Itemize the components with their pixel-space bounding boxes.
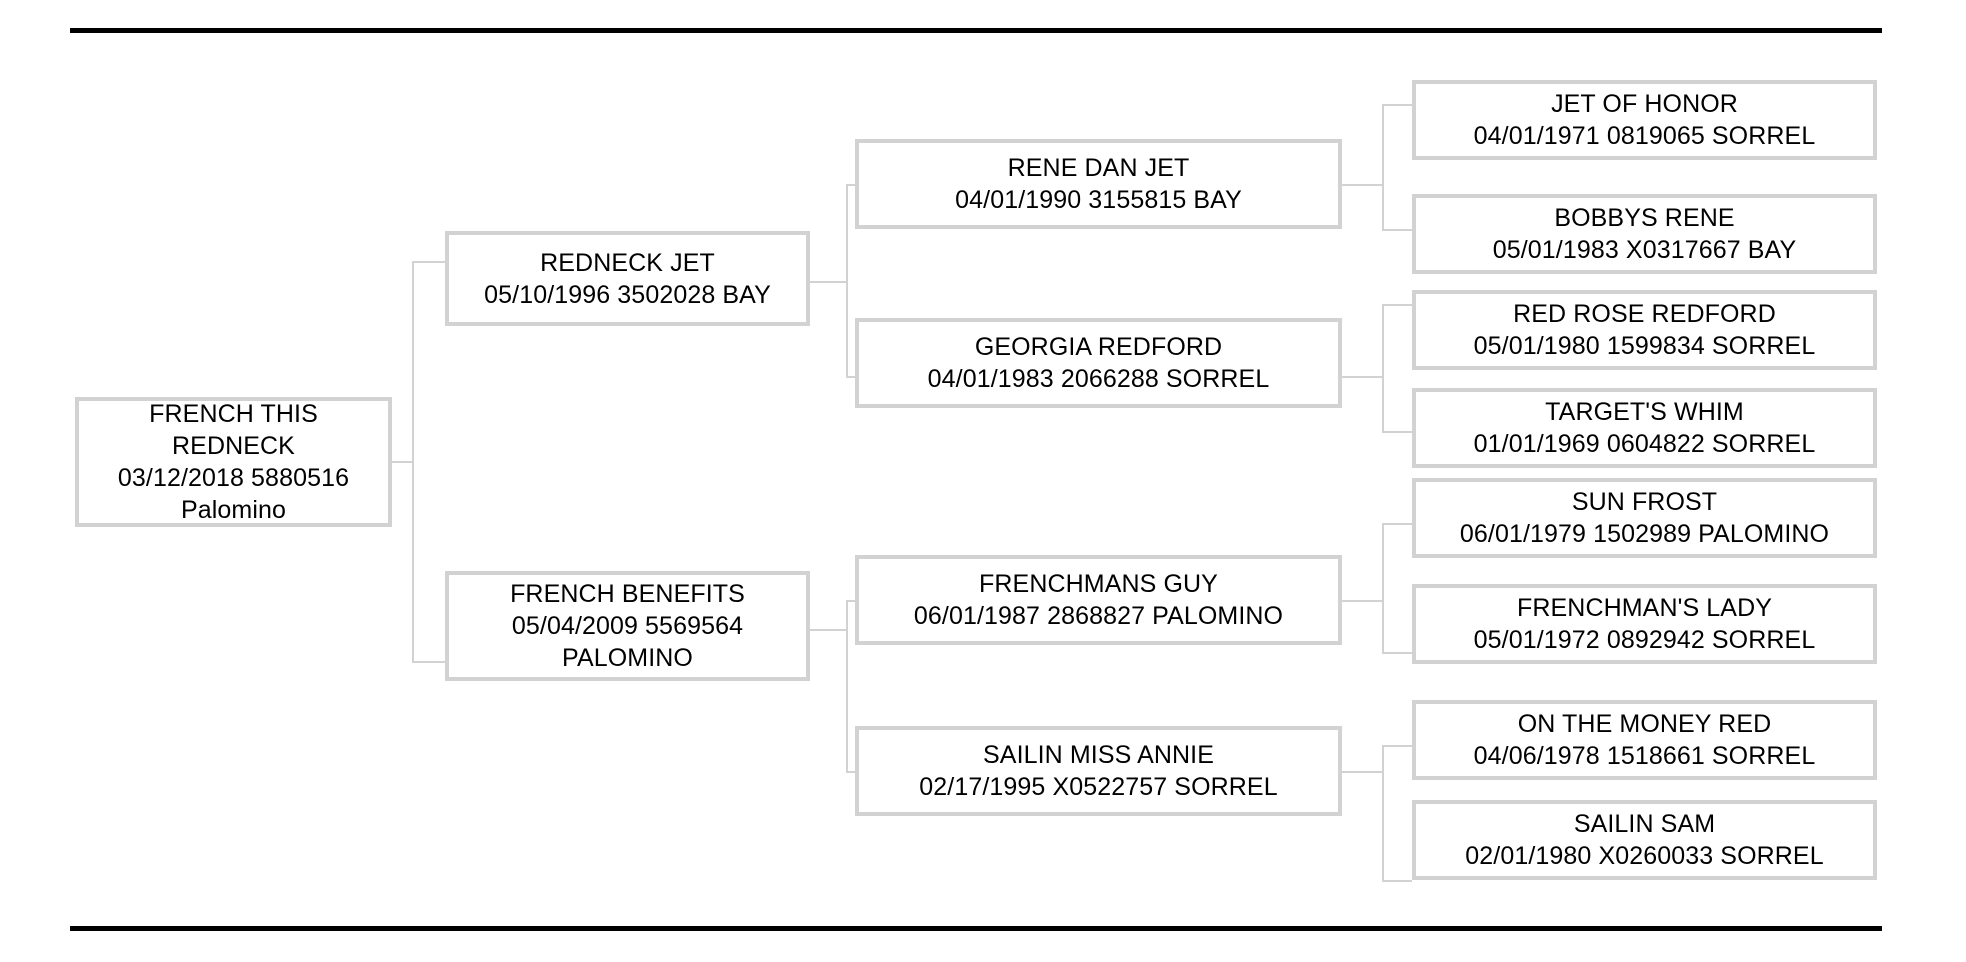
connector-to-dam — [412, 661, 446, 663]
node-ds-sire[interactable]: SUN FROST 06/01/1979 1502989 PALOMINO — [1412, 478, 1877, 558]
node-dd-sire-name: ON THE MONEY RED — [1517, 710, 1772, 738]
node-sire-details: 05/10/1996 3502028 BAY — [484, 280, 771, 309]
connector-dam-sire-spine — [1382, 523, 1384, 653]
connector-sire-sire-spine — [1382, 104, 1384, 230]
bottom-divider — [70, 926, 1882, 931]
node-dd-dam-name: SAILIN SAM — [1573, 810, 1716, 838]
node-ds-sire-details: 06/01/1979 1502989 PALOMINO — [1459, 520, 1830, 548]
node-subject-color: Palomino — [180, 496, 287, 524]
node-dd-sire-details: 04/06/1978 1518661 SORREL — [1473, 742, 1816, 770]
node-sd-sire[interactable]: RED ROSE REDFORD 05/01/1980 1599834 SORR… — [1412, 290, 1877, 370]
node-sire-name: REDNECK JET — [540, 248, 715, 277]
node-sire-dam-name: GEORGIA REDFORD — [974, 333, 1223, 361]
node-dam-dam-details: 02/17/1995 X0522757 SORREL — [919, 773, 1278, 801]
connector-to-sire — [412, 261, 446, 263]
connector-subject-stem — [392, 461, 414, 463]
connector-sire-spine — [846, 184, 848, 378]
node-dd-sire[interactable]: ON THE MONEY RED 04/06/1978 1518661 SORR… — [1412, 700, 1877, 780]
connector-dam-stem — [810, 629, 848, 631]
node-ss-sire[interactable]: JET OF HONOR 04/01/1971 0819065 SORREL — [1412, 80, 1877, 160]
connector-sire-dam-spine — [1382, 304, 1384, 432]
node-dam-dam-name: SAILIN MISS ANNIE — [983, 741, 1214, 769]
node-sire-dam-details: 04/01/1983 2066288 SORREL — [927, 365, 1270, 393]
node-sire-sire-details: 04/01/1990 3155815 BAY — [955, 186, 1242, 214]
connector-to-ss-dam — [1382, 229, 1412, 231]
connector-sire-dam-stem — [1342, 376, 1384, 378]
connector-sire-stem — [810, 281, 848, 283]
node-dam-sire[interactable]: FRENCHMANS GUY 06/01/1987 2868827 PALOMI… — [855, 555, 1342, 645]
node-ss-dam-name: BOBBYS RENE — [1554, 204, 1735, 232]
node-subject-name-line1: FRENCH THIS — [149, 400, 318, 428]
node-sd-sire-name: RED ROSE REDFORD — [1513, 300, 1776, 328]
node-dam-dam[interactable]: SAILIN MISS ANNIE 02/17/1995 X0522757 SO… — [855, 726, 1342, 816]
node-ds-dam-name: FRENCHMAN'S LADY — [1516, 594, 1773, 622]
node-dam-sire-details: 06/01/1987 2868827 PALOMINO — [913, 602, 1284, 630]
connector-to-sd-sire — [1382, 304, 1412, 306]
node-subject[interactable]: FRENCH THIS REDNECK 03/12/2018 5880516 P… — [75, 397, 392, 527]
node-ds-sire-name: SUN FROST — [1571, 488, 1718, 516]
connector-to-sd-dam — [1382, 431, 1412, 433]
node-dam-color: PALOMINO — [562, 644, 693, 672]
node-subject-name-line2: REDNECK — [172, 432, 295, 460]
node-sire[interactable]: REDNECK JET 05/10/1996 3502028 BAY — [445, 231, 810, 326]
connector-dam-dam-stem — [1342, 771, 1384, 773]
connector-to-dd-sire — [1382, 745, 1412, 747]
connector-dam-sire-stem — [1342, 600, 1384, 602]
connector-sire-sire-stem — [1342, 184, 1384, 186]
node-sire-sire[interactable]: RENE DAN JET 04/01/1990 3155815 BAY — [855, 139, 1342, 229]
node-dam-name: FRENCH BENEFITS — [510, 580, 745, 608]
node-dam-sire-name: FRENCHMANS GUY — [979, 570, 1218, 598]
connector-dam-spine — [846, 600, 848, 772]
node-sd-dam[interactable]: TARGET'S WHIM 01/01/1969 0604822 SORREL — [1412, 388, 1877, 468]
node-sd-sire-details: 05/01/1980 1599834 SORREL — [1473, 332, 1816, 360]
node-dd-dam[interactable]: SAILIN SAM 02/01/1980 X0260033 SORREL — [1412, 800, 1877, 880]
top-divider — [70, 28, 1882, 33]
connector-to-ss-sire — [1382, 104, 1412, 106]
connector-subject-spine — [412, 262, 414, 662]
connector-to-ds-dam — [1382, 652, 1412, 654]
node-sd-dam-name: TARGET'S WHIM — [1545, 398, 1744, 426]
node-ss-dam-details: 05/01/1983 X0317667 BAY — [1492, 236, 1797, 264]
node-ds-dam[interactable]: FRENCHMAN'S LADY 05/01/1972 0892942 SORR… — [1412, 584, 1877, 664]
node-sd-dam-details: 01/01/1969 0604822 SORREL — [1473, 430, 1816, 458]
node-dd-dam-details: 02/01/1980 X0260033 SORREL — [1465, 842, 1824, 870]
connector-dam-dam-spine — [1382, 745, 1384, 881]
node-ss-dam[interactable]: BOBBYS RENE 05/01/1983 X0317667 BAY — [1412, 194, 1877, 274]
node-ss-sire-details: 04/01/1971 0819065 SORREL — [1473, 122, 1816, 150]
node-ss-sire-name: JET OF HONOR — [1551, 90, 1738, 118]
connector-to-ds-sire — [1382, 523, 1412, 525]
node-sire-sire-name: RENE DAN JET — [1007, 154, 1190, 182]
node-dam[interactable]: FRENCH BENEFITS 05/04/2009 5569564 PALOM… — [445, 571, 810, 681]
node-subject-details: 03/12/2018 5880516 — [117, 464, 350, 492]
node-sire-dam[interactable]: GEORGIA REDFORD 04/01/1983 2066288 SORRE… — [855, 318, 1342, 408]
connector-to-dd-dam — [1382, 880, 1412, 882]
node-dam-details: 05/04/2009 5569564 — [511, 612, 744, 640]
node-ds-dam-details: 05/01/1972 0892942 SORREL — [1473, 626, 1816, 654]
